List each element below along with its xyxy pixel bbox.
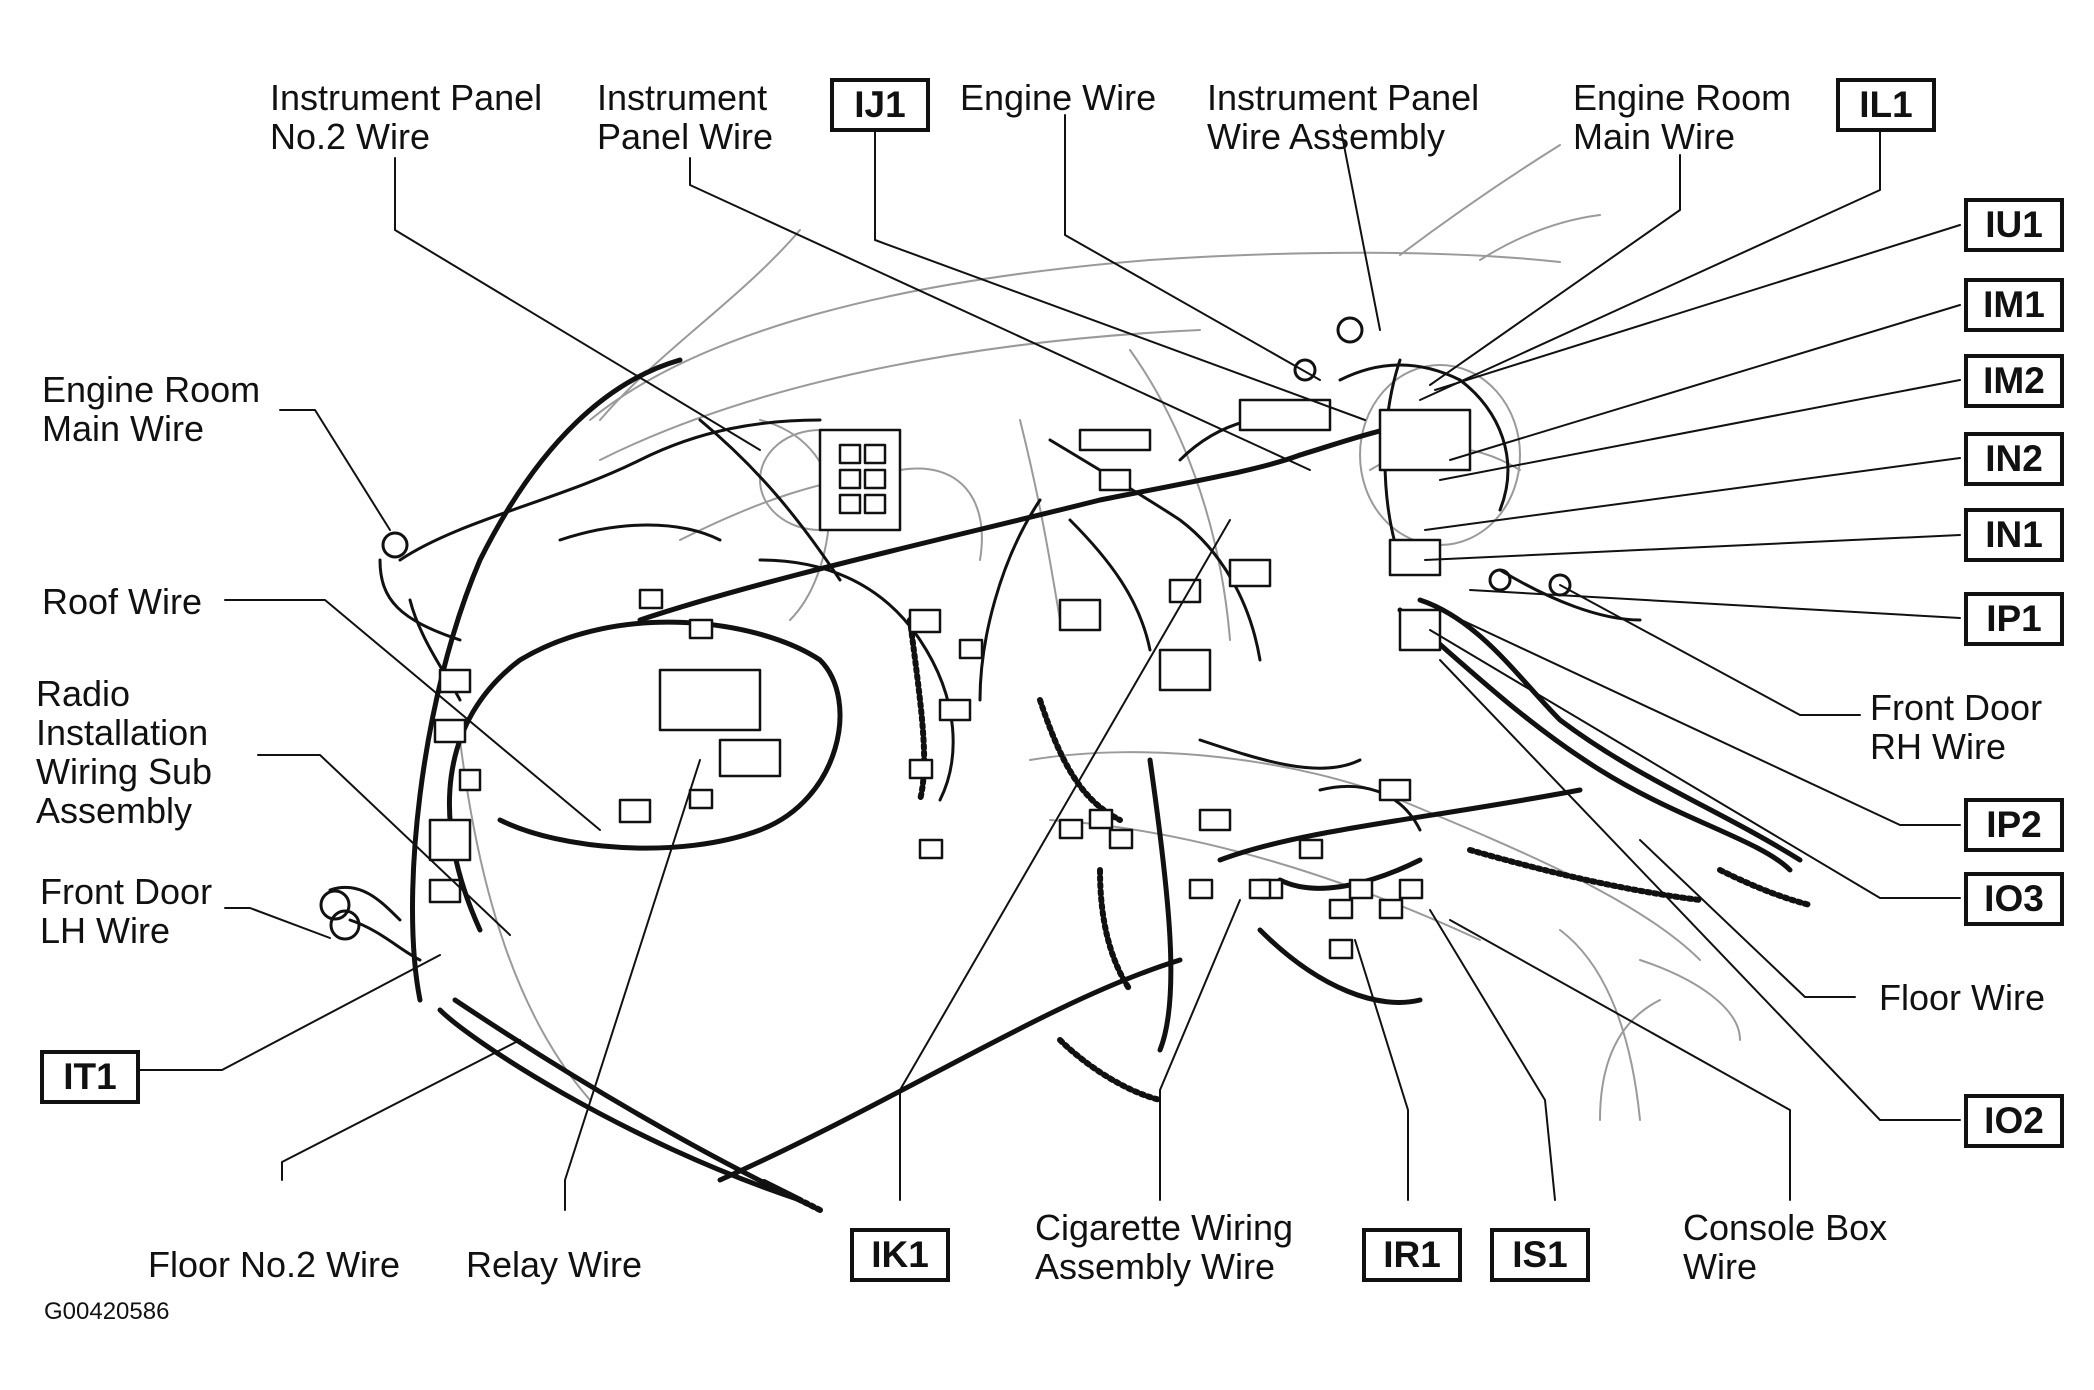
harness-secondary <box>328 358 1642 962</box>
connector-it1: IT1 <box>40 1050 140 1104</box>
connector-ip1: IP1 <box>1964 592 2064 646</box>
label-front-door-lh-wire: Front Door LH Wire <box>40 871 213 951</box>
connector-im1: IM1 <box>1964 278 2064 332</box>
connector-il1: IL1 <box>1836 78 1936 132</box>
connector-in1: IN1 <box>1964 508 2064 562</box>
label-engine-room-main-wire-left: Engine Room Main Wire <box>42 369 261 449</box>
connector-in2: IN2 <box>1964 432 2064 486</box>
connector-im2: IM2 <box>1964 354 2064 408</box>
harness-dashed <box>760 617 1813 1213</box>
figure-code: G00420586 <box>44 1298 170 1325</box>
grommets <box>319 316 1572 941</box>
label-radio-installation-wiring-sub-assembly: Radio Installation Wiring Sub Assembly <box>36 673 213 831</box>
connector-ij1: IJ1 <box>830 78 930 132</box>
connector-ip2: IP2 <box>1964 798 2064 852</box>
label-cigarette-wiring-assembly-wire: Cigarette Wiring Assembly Wire <box>1035 1207 1294 1287</box>
label-engine-wire: Engine Wire <box>960 77 1157 118</box>
connector-iu1: IU1 <box>1964 198 2064 252</box>
label-instrument-panel-wire: Instrument Panel Wire <box>597 77 774 157</box>
label-instrument-panel-wire-assembly: Instrument Panel Wire Assembly <box>1207 77 1480 157</box>
connector-ik1: IK1 <box>850 1228 950 1282</box>
connector-blocks <box>428 398 1472 960</box>
connector-ir1: IR1 <box>1362 1228 1462 1282</box>
label-relay-wire: Relay Wire <box>466 1244 643 1285</box>
label-instrument-panel-no2-wire: Instrument Panel No.2 Wire <box>270 77 543 157</box>
label-engine-room-main-wire-top: Engine Room Main Wire <box>1573 77 1792 157</box>
label-front-door-rh-wire: Front Door RH Wire <box>1870 687 2043 767</box>
label-console-box-wire: Console Box Wire <box>1683 1207 1888 1287</box>
connector-io2: IO2 <box>1964 1094 2064 1148</box>
leader-lines <box>139 99 1961 1211</box>
connector-is1: IS1 <box>1490 1228 1590 1282</box>
connector-io3: IO3 <box>1964 872 2064 926</box>
label-roof-wire: Roof Wire <box>42 581 203 622</box>
label-floor-wire: Floor Wire <box>1879 977 2046 1018</box>
label-floor-no2-wire: Floor No.2 Wire <box>148 1244 401 1285</box>
